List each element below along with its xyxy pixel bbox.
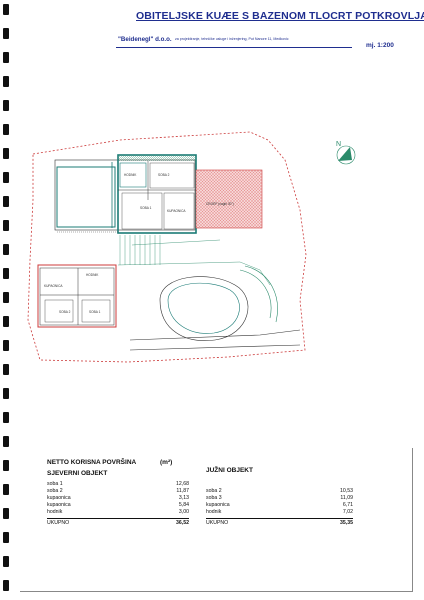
north-arrow-icon: N xyxy=(336,141,356,165)
areas-title: NETTO KORISNA POVRŠINA xyxy=(47,459,137,466)
binder-hole xyxy=(3,580,9,591)
binder-hole xyxy=(3,556,9,567)
binder-hole xyxy=(3,388,9,399)
drawing-title: OBITELJSKE KUÆE S BAZENOM TLOCRT POTKROV… xyxy=(136,10,424,22)
binder-hole xyxy=(3,316,9,327)
binder-hole xyxy=(3,52,9,63)
room-label: CRIJEP (nagib 30°) xyxy=(206,202,234,206)
room-label: HODNIK xyxy=(124,173,137,177)
binder-hole xyxy=(3,460,9,471)
room-label: KUPAONICA xyxy=(167,209,186,213)
drawing-scale: mj. 1:200 xyxy=(366,42,394,49)
room-label: SOBA 2 xyxy=(158,173,170,177)
binder-hole xyxy=(3,100,9,111)
sheet-frame xyxy=(20,448,413,592)
binder-hole xyxy=(3,76,9,87)
room-label: HODNIK xyxy=(86,273,99,277)
north-building: HODNIK SOBA 2 SOBA 1 KUPAONICA xyxy=(54,154,197,234)
binder-hole xyxy=(3,196,9,207)
binder-hole xyxy=(3,148,9,159)
binder-hole xyxy=(3,340,9,351)
company-name: "Beidenegl" d.o.o. xyxy=(118,36,172,43)
south-building: HODNIK SOBA 2 SOBA 1 KUPAONICA xyxy=(37,264,117,328)
north-label: N xyxy=(336,141,341,148)
areas-unit: (m²) xyxy=(160,459,173,466)
binder-hole xyxy=(3,292,9,303)
room-label: SOBA 2 xyxy=(59,310,71,314)
binder-hole xyxy=(3,508,9,519)
terrace-stairs xyxy=(117,235,271,286)
binder-hole xyxy=(3,4,9,15)
binder-hole xyxy=(3,412,9,423)
binder-hole xyxy=(3,172,9,183)
binder-holes xyxy=(0,0,14,600)
header-rule xyxy=(116,47,352,48)
company-tagline: za projektiranje, tehničke usluge i inže… xyxy=(175,37,289,41)
binder-hole xyxy=(3,268,9,279)
binder-hole xyxy=(3,484,9,495)
binder-hole xyxy=(3,124,9,135)
plot-boundary xyxy=(27,131,307,363)
north-object-title: SJEVERNI OBJEKT xyxy=(47,470,108,477)
binder-hole xyxy=(3,28,9,39)
pool xyxy=(129,265,301,351)
room-label: KUPAONICA xyxy=(44,284,63,288)
binder-hole xyxy=(3,436,9,447)
roof-tiles xyxy=(195,169,263,229)
binder-hole xyxy=(3,244,9,255)
room-label: SOBA 1 xyxy=(89,310,101,314)
south-object-title: JUŽNI OBJEKT xyxy=(206,467,253,474)
room-label: SOBA 1 xyxy=(140,206,152,210)
binder-hole xyxy=(3,364,9,375)
binder-hole xyxy=(3,220,9,231)
binder-hole xyxy=(3,532,9,543)
